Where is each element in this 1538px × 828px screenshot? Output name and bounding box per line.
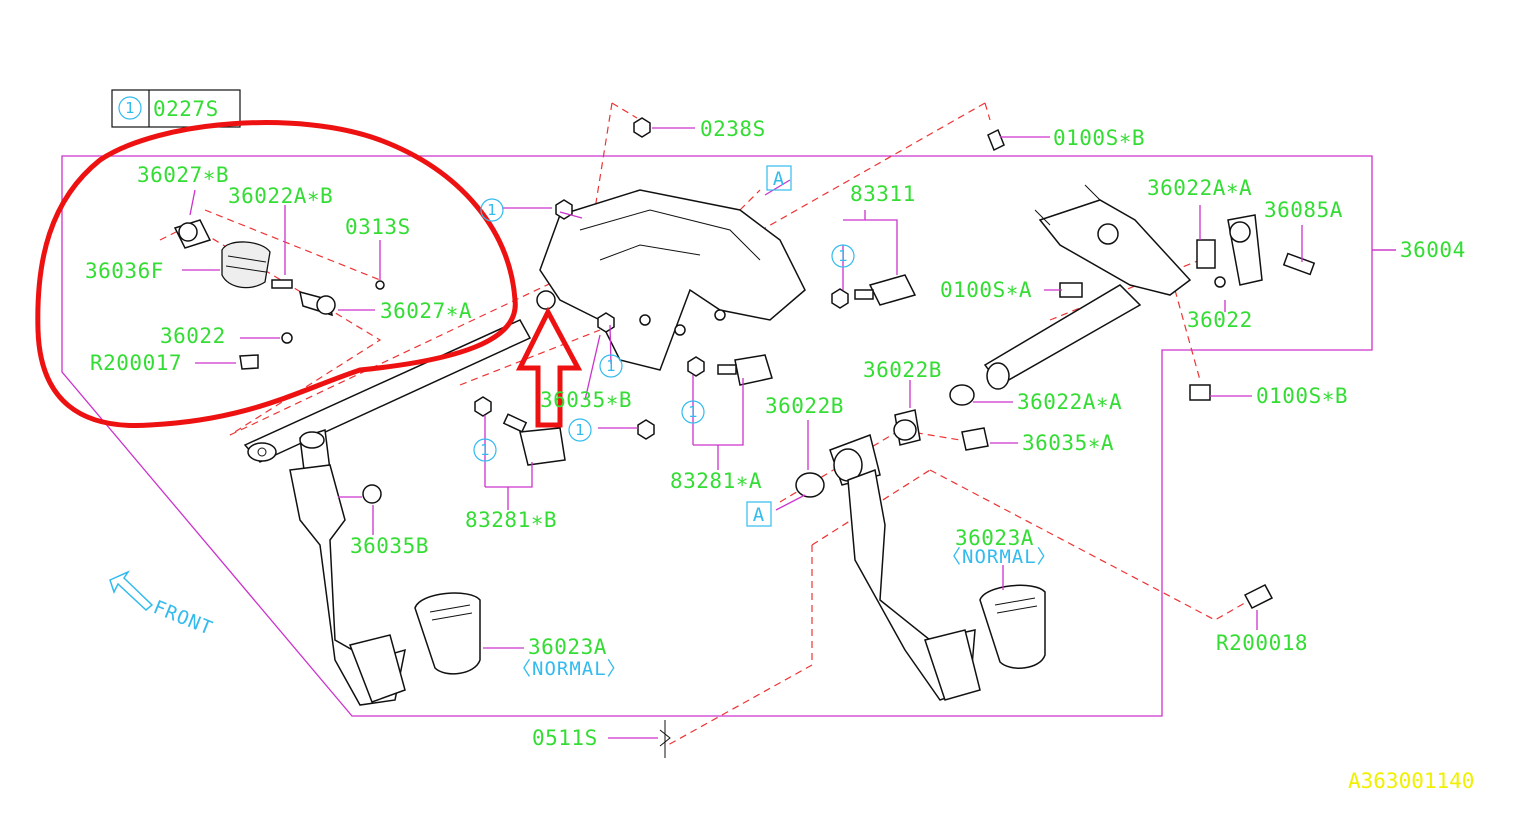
label-R200017: R200017: [90, 351, 182, 375]
label-83311: 83311: [850, 182, 916, 206]
clutch-switch-parts: [173, 219, 385, 370]
switches: [502, 274, 989, 466]
clutch-pedal-assembly: [243, 319, 532, 706]
assembly-outline: [61, 155, 1373, 717]
legend-number: 1: [125, 99, 135, 117]
red-highlight-circle: [35, 120, 518, 429]
label-leaders: [182, 127, 1396, 739]
label-36027-B: 36027∗B: [137, 163, 229, 187]
label-0238S: 0238S: [700, 117, 766, 141]
reference-dashed-lines: [159, 102, 1251, 746]
label-36022B-upper: 36022B: [863, 358, 942, 382]
label-36004: 36004: [1400, 238, 1466, 262]
label-36085A: 36085A: [1264, 198, 1343, 222]
label-36022-right: 36022: [1187, 308, 1253, 332]
label-0100S-B-bottom: 0100S∗B: [1256, 384, 1348, 408]
label-normal-left: 〈NORMAL〉: [512, 658, 627, 680]
label-0313S: 0313S: [345, 215, 411, 239]
label-36027-A: 36027∗A: [380, 299, 472, 323]
label-36022A-A-mid: 36022A∗A: [1017, 390, 1122, 414]
circle-markers: 1 1 1 1 1 1: [473, 198, 855, 462]
label-36022-left: 36022: [160, 324, 226, 348]
marker-1: 1: [575, 421, 585, 439]
label-36023A-right: 36023A: [955, 526, 1034, 550]
pedal-bracket: [474, 117, 849, 440]
label-36036F: 36036F: [85, 259, 164, 283]
ref-marker-a: A: [753, 504, 765, 526]
ref-marker-a: A: [773, 168, 785, 190]
marker-1: 1: [606, 357, 616, 375]
label-83281-B: 83281∗B: [465, 508, 557, 532]
label-0100S-A: 0100S∗A: [940, 278, 1032, 302]
pedal-pads: [414, 584, 1046, 675]
part-labels: 0238S 0100S∗B 36027∗B 36022A∗B 0313S 360…: [85, 117, 1466, 750]
marker-1: 1: [480, 441, 490, 459]
marker-1: 1: [838, 247, 848, 265]
label-36035-B: 36035∗B: [540, 388, 632, 412]
brake-pedal-assembly: [795, 128, 1316, 701]
front-label: FRONT: [150, 596, 216, 640]
label-36022A-A-top: 36022A∗A: [1147, 176, 1252, 200]
ref-markers: A A: [746, 165, 792, 527]
marker-1: 1: [487, 201, 497, 219]
label-36023A-left: 36023A: [528, 635, 607, 659]
legend-box: 1 0227S: [111, 89, 241, 128]
label-R200018: R200018: [1216, 631, 1308, 655]
label-83281-A: 83281∗A: [670, 469, 762, 493]
label-36035B: 36035B: [350, 534, 429, 558]
figure-id: A363001140: [1348, 769, 1474, 793]
marker-1: 1: [688, 403, 698, 421]
red-arrow: [515, 306, 583, 428]
label-36022B-lower: 36022B: [765, 394, 844, 418]
front-indicator: FRONT: [109, 570, 216, 640]
legend-code: 0227S: [153, 97, 219, 121]
label-36022A-B: 36022A∗B: [228, 184, 333, 208]
label-normal-right: 〈NORMAL〉: [942, 546, 1057, 568]
label-36035-A: 36035∗A: [1022, 431, 1114, 455]
small-bolts: [659, 584, 1274, 758]
front-arrow-icon: [109, 570, 154, 611]
label-0100S-B-top: 0100S∗B: [1053, 126, 1145, 150]
label-0511S: 0511S: [532, 726, 598, 750]
